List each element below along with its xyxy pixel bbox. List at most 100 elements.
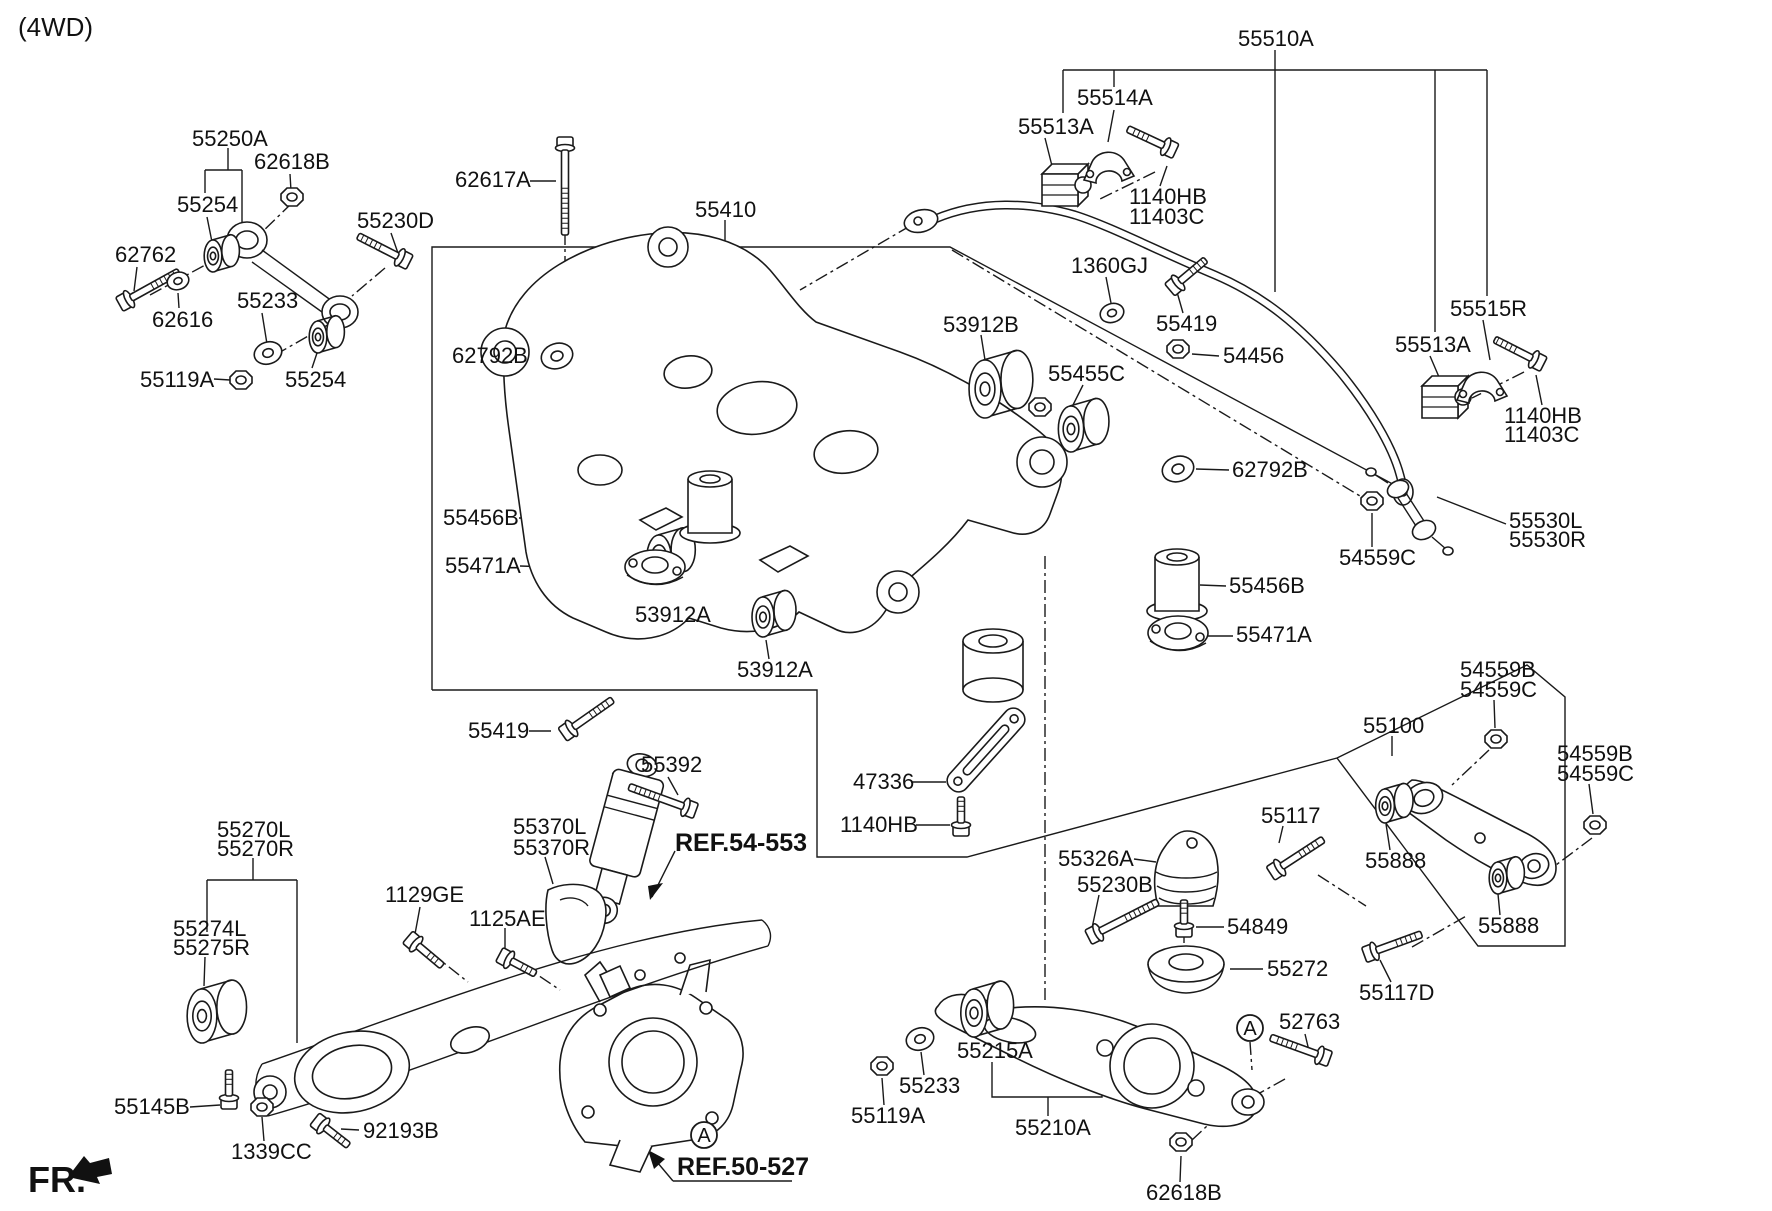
label-55230B: 55230B xyxy=(1077,872,1153,897)
bolt-55230B xyxy=(1084,893,1162,945)
label-55117D: 55117D xyxy=(1359,980,1435,1005)
label-55456B-left: 55456B xyxy=(443,505,519,530)
label-1140HB-bottom: 1140HB xyxy=(840,812,918,837)
label-55270L: 55270L xyxy=(217,817,291,842)
nut-54559-1 xyxy=(1485,730,1507,748)
label-62618B-top: 62618B xyxy=(254,149,330,174)
label-55471A-left: 55471A xyxy=(445,553,521,578)
bolt-1129GE xyxy=(402,930,449,973)
label-55254-bottom: 55254 xyxy=(285,367,347,392)
label-55510A: 55510A xyxy=(1238,26,1314,51)
fr-direction-arrow xyxy=(68,1156,112,1184)
nut-62618B-top xyxy=(281,188,303,206)
bolt-55230D xyxy=(354,228,414,271)
svg-text:A: A xyxy=(1243,1018,1257,1040)
bolt-55117D xyxy=(1361,925,1425,964)
shield-plate-detail xyxy=(560,898,588,906)
label-55471A-right: 55471A xyxy=(1236,622,1312,647)
stab-clamp-55515R xyxy=(1457,372,1507,403)
washer-62792B-left xyxy=(538,339,576,373)
label-55210A: 55210A xyxy=(1015,1115,1091,1140)
label-55275R: 55275R xyxy=(173,935,251,960)
stab-bushing-55513A-left xyxy=(1042,164,1091,206)
label-55119A-top: 55119A xyxy=(140,367,215,392)
bolt-1140HB-right xyxy=(1490,331,1548,373)
label-55513A-left: 55513A xyxy=(1018,114,1094,139)
label-53912A-1: 53912A xyxy=(635,602,711,627)
washer-55233-bottom xyxy=(903,1024,936,1053)
label-55272: 55272 xyxy=(1267,956,1329,981)
nut-1339CC xyxy=(251,1098,273,1116)
stab-clamp-55514A xyxy=(1084,152,1134,183)
bolt-1140HB-bottom xyxy=(952,797,971,836)
label-54559C-2: 54559C xyxy=(1557,761,1635,786)
label-47336: 47336 xyxy=(853,769,915,794)
label-55370R: 55370R xyxy=(513,835,591,860)
label-55513A-right: 55513A xyxy=(1395,332,1471,357)
label-55410: 55410 xyxy=(695,197,757,222)
label-55230D: 55230D xyxy=(357,208,435,233)
label-55514A: 55514A xyxy=(1077,85,1153,110)
label-4wd: (4WD) xyxy=(18,12,94,42)
bolt-1140HB-top xyxy=(1124,120,1180,160)
washer-62792B-right xyxy=(1159,452,1197,486)
label-55274L: 55274L xyxy=(173,916,247,941)
label-55254-top: 55254 xyxy=(177,192,239,217)
label-62792B-right: 62792B xyxy=(1232,457,1308,482)
nut-54559C-mid xyxy=(1361,492,1383,510)
washer-62616 xyxy=(165,269,191,292)
label-54559B-1: 54559B xyxy=(1460,657,1536,682)
stopper-55471A-right xyxy=(1148,616,1208,651)
label-55233-bottom: 55233 xyxy=(899,1073,961,1098)
nut-54559-2 xyxy=(1584,816,1606,834)
label-55888-1: 55888 xyxy=(1365,848,1427,873)
svg-text:A: A xyxy=(697,1125,711,1147)
bushing-55274L xyxy=(187,980,246,1043)
bushing-55456B-left xyxy=(680,471,740,543)
lower-arm-55210A xyxy=(935,994,1264,1126)
stopper-55471A-left xyxy=(625,550,685,585)
bump-stopper-55326A xyxy=(1155,831,1219,906)
label-55419-left: 55419 xyxy=(468,718,530,743)
label-1140HB-top: 1140HB xyxy=(1129,184,1207,209)
label-55515R: 55515R xyxy=(1450,296,1528,321)
label-1360GJ: 1360GJ xyxy=(1071,253,1149,278)
label-11403C-top: 11403C xyxy=(1129,204,1205,229)
label-55530L: 55530L xyxy=(1509,508,1583,533)
label-62618B-bottom: 62618B xyxy=(1146,1180,1222,1205)
bushing-55254-bottom xyxy=(309,316,344,353)
ref-54-553-arrow xyxy=(648,883,663,900)
label-55530R: 55530R xyxy=(1509,527,1587,552)
nut-54456 xyxy=(1167,340,1189,358)
label-55119A-bottom: 55119A xyxy=(851,1103,926,1128)
label-54456: 54456 xyxy=(1223,343,1285,368)
detail-marker-a-2: A xyxy=(1237,1015,1263,1041)
label-92193B: 92193B xyxy=(363,1118,439,1143)
ref-50-527-arrow xyxy=(648,1150,665,1169)
label-55250A: 55250A xyxy=(192,126,268,151)
nut-55119A-bottom xyxy=(871,1057,893,1075)
label-55392: 55392 xyxy=(641,752,703,777)
detail-marker-a-1: A xyxy=(691,1122,717,1148)
label-55145B: 55145B xyxy=(114,1094,190,1119)
bolt-55419-left xyxy=(557,692,618,743)
label-1125AE: 1125AE xyxy=(469,906,546,931)
label-11403C-right: 11403C xyxy=(1504,422,1580,447)
label-54559C-mid: 54559C xyxy=(1339,545,1417,570)
washer-1360GJ xyxy=(1098,300,1127,325)
bushing-55888-1 xyxy=(1376,783,1413,823)
bushing-55455C xyxy=(1058,398,1109,452)
label-ref-54-553: REF.54-553 xyxy=(675,829,808,857)
washer-55233-top xyxy=(251,338,284,367)
label-54559C-1: 54559C xyxy=(1460,677,1538,702)
label-52763: 52763 xyxy=(1279,1009,1341,1034)
label-1339CC: 1339CC xyxy=(231,1139,312,1164)
bushing-55254-top xyxy=(204,235,239,272)
stabilizer-link-55530 xyxy=(1366,468,1453,555)
leader-lines xyxy=(134,50,1593,1182)
crossmember-55410 xyxy=(481,227,1067,702)
bolt-92193B xyxy=(309,1112,355,1153)
bolt-54849 xyxy=(1175,900,1194,937)
